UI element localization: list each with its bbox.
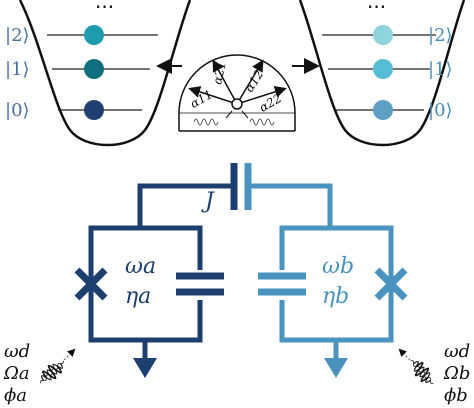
right-potential-well: ··· |2⟩ |1⟩ |0⟩ [298, 0, 466, 147]
coupling-capacitor: J [137, 163, 333, 228]
dial-label-a12: α12 [242, 67, 266, 94]
right-ket-1: |1⟩ [428, 59, 453, 80]
dial-label-a22: α22 [257, 91, 284, 115]
left-level-2-dot [84, 25, 104, 45]
left-drive: ωd Ωa ϕa [3, 341, 76, 406]
right-drive: ωd Ωb ϕb [398, 341, 470, 406]
right-drive-rabi: Ωb [443, 363, 470, 384]
dial-label-a11: α11 [188, 87, 215, 111]
left-drive-phase: ϕa [4, 385, 27, 406]
right-level-1-dot [373, 59, 393, 79]
dial-pulse-right-icon [249, 118, 275, 126]
ground-b-icon [324, 358, 348, 378]
right-drive-pulse-icon [410, 360, 434, 384]
qubit-a-circuit: ωa ηa [74, 225, 224, 378]
left-ellipsis: ··· [95, 0, 114, 19]
right-drive-phase: ϕb [444, 385, 468, 406]
dial-label-a21: α21 [210, 60, 229, 86]
right-ket-0: |0⟩ [428, 100, 453, 121]
qubit-b-circuit: ωb ηb [258, 225, 408, 378]
left-drive-omega-d: ωd [4, 341, 30, 362]
left-ket-1: |1⟩ [5, 59, 30, 80]
right-level-0-dot [373, 100, 393, 120]
left-level-0-dot [84, 100, 104, 120]
left-drive-rabi: Ωa [3, 363, 30, 384]
qubit-b-frequency: ωb [322, 254, 354, 279]
josephson-junction-b-icon [374, 267, 408, 301]
left-potential-well: ··· |2⟩ |1⟩ |0⟩ [5, 0, 192, 147]
josephson-junction-a-icon [74, 267, 108, 301]
ground-a-icon [133, 358, 157, 378]
right-level-2-dot [373, 25, 393, 45]
right-drive-omega-d: ωd [444, 341, 470, 362]
capacitor-a-icon [176, 270, 224, 300]
coupling-label: J [201, 189, 215, 214]
qubit-a-anharmonicity: ηa [125, 284, 151, 309]
qubit-b-anharmonicity: ηb [322, 284, 349, 309]
parameter-dial: α11 α21 α12 α22 [178, 54, 296, 132]
left-drive-pulse-icon [40, 360, 64, 384]
right-ket-2: |2⟩ [428, 25, 453, 46]
left-level-1-dot [84, 59, 104, 79]
dial-pulse-left-icon [193, 118, 219, 126]
capacitor-b-icon [258, 270, 306, 300]
left-ket-0: |0⟩ [5, 100, 30, 121]
left-ket-2: |2⟩ [5, 25, 30, 46]
right-ellipsis: ··· [367, 0, 386, 19]
qubit-a-frequency: ωa [125, 254, 156, 279]
